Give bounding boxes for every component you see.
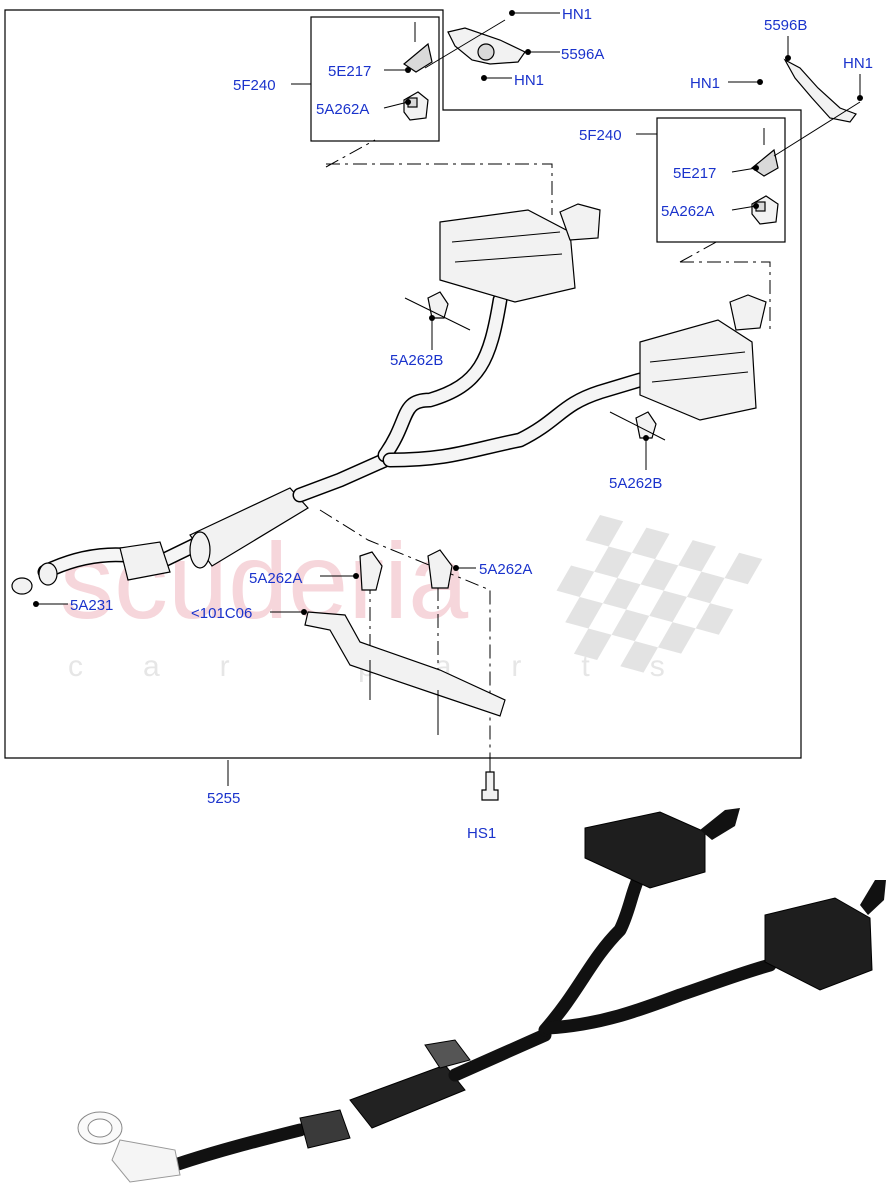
label-101c06: <101C06	[191, 605, 252, 622]
bolt-hs1	[481, 771, 499, 801]
label-5a262b-right: 5A262B	[609, 475, 662, 492]
label-hn1-far-right: HN1	[843, 55, 873, 72]
label-5f240-right: 5F240	[579, 127, 622, 144]
mount-5e217-right	[750, 128, 779, 225]
detail-box-right	[656, 117, 786, 243]
label-5a262a-lower-left: 5A262A	[249, 570, 302, 587]
connector-left-box	[325, 139, 376, 168]
label-5a262a-right-box: 5A262A	[661, 203, 714, 220]
detail-box-left	[310, 16, 440, 142]
connector-muffler-left	[326, 163, 553, 215]
label-5596b: 5596B	[764, 17, 807, 34]
label-hn1-mid: HN1	[514, 72, 544, 89]
bracket-5596a	[424, 19, 526, 69]
assembly-frame	[4, 9, 802, 759]
label-5e217-left: 5E217	[328, 63, 371, 80]
checkered-flag-icon	[556, 515, 763, 673]
bracket-5596b	[773, 58, 861, 157]
label-5255: 5255	[207, 790, 240, 807]
label-5a262a-left-box: 5A262A	[316, 101, 369, 118]
label-hn1-right: HN1	[690, 75, 720, 92]
label-hn1-top: HN1	[562, 6, 592, 23]
mount-5e217-left	[402, 22, 433, 121]
connector-hanger	[319, 509, 491, 760]
label-5a262a-lower-right: 5A262A	[479, 561, 532, 578]
connector-muffler-right	[680, 261, 771, 330]
label-5a231: 5A231	[70, 597, 113, 614]
label-5e217-right: 5E217	[673, 165, 716, 182]
label-hs1: HS1	[467, 825, 496, 842]
label-5a262b-left: 5A262B	[390, 352, 443, 369]
connector-right-box	[679, 239, 721, 263]
exhaust-3d-view	[77, 808, 886, 1183]
label-5596a: 5596A	[561, 46, 604, 63]
label-5f240-left: 5F240	[233, 77, 276, 94]
exhaust-line-drawing	[11, 203, 767, 735]
